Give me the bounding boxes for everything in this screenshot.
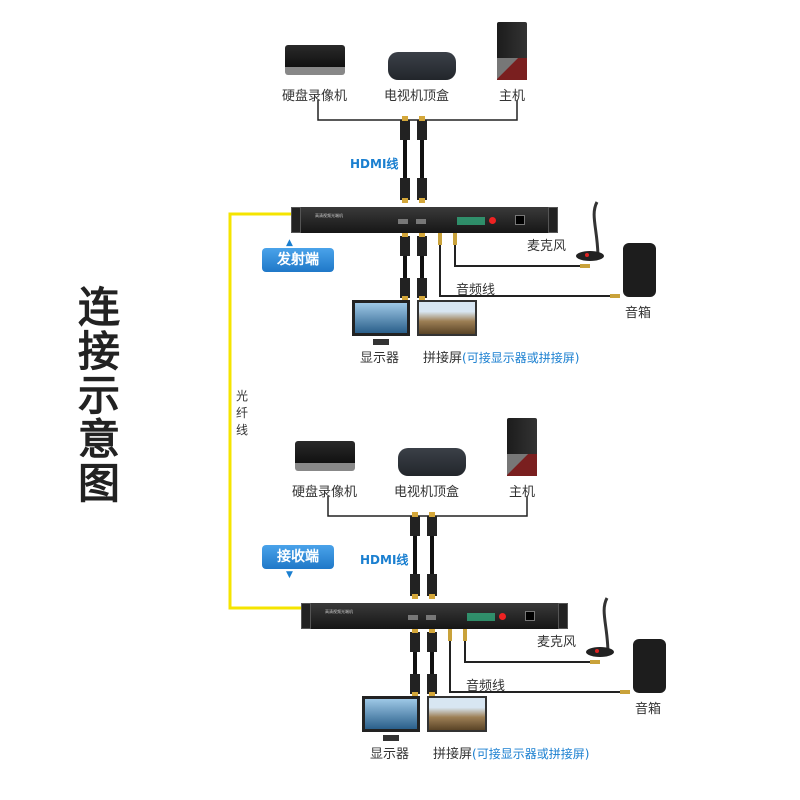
power-button <box>489 217 496 224</box>
receiver-badge: 接收端 <box>262 545 334 569</box>
up-arrow-icon: ▲ <box>286 238 293 248</box>
pc-tower-icon <box>507 418 537 476</box>
receiver-section: 硬盘录像机 电视机顶盒 主机 HDMI线 高清视频光端机 麦克风 音频线 音箱 … <box>10 396 800 796</box>
mic-stand <box>592 201 600 259</box>
hdmi-label: HDMI线 <box>360 553 409 567</box>
mic-stand <box>602 597 610 655</box>
speaker-icon <box>623 243 656 297</box>
audio-cable-label: 音频线 <box>456 283 496 298</box>
pc-tower-icon <box>497 22 527 80</box>
fiber-transceiver-device: 高清视频光端机 <box>291 207 558 233</box>
transmitter-badge: 发射端 <box>262 248 334 272</box>
source-label: 硬盘录像机 <box>282 89 348 104</box>
device-name: 高清视频光端机 <box>325 609 353 614</box>
transmitter-section: 硬盘录像机 电视机顶盒 主机 HDMI线 高清视频光端机 麦克风 音频线 音箱 … <box>282 22 656 366</box>
source-label: 电视机顶盒 <box>384 89 450 104</box>
video-wall-icon <box>417 300 477 336</box>
display-label: 显示器 <box>360 351 400 366</box>
cables <box>317 100 620 301</box>
wall-label: 拼接屏(可接显示器或拼接屏) <box>433 747 590 762</box>
mic-label: 麦克风 <box>537 635 577 650</box>
hdmi-label: HDMI线 <box>350 157 399 171</box>
power-switch <box>515 215 525 225</box>
power-switch <box>525 611 535 621</box>
diagram-title: 连接示意图 <box>77 283 120 508</box>
source-label: 主机 <box>509 485 536 500</box>
set-top-box-icon <box>388 52 456 80</box>
audio-cable-label: 音频线 <box>466 679 506 694</box>
monitor-icon <box>362 696 420 741</box>
video-wall-icon <box>427 696 487 732</box>
source-label: 主机 <box>499 89 526 104</box>
set-top-box-icon <box>398 448 466 476</box>
cables <box>327 496 630 697</box>
down-arrow-icon: ▼ <box>286 570 293 580</box>
display-label: 显示器 <box>370 747 410 762</box>
nvr-device-icon <box>295 441 355 471</box>
source-label: 硬盘录像机 <box>292 485 358 500</box>
source-label: 电视机顶盒 <box>394 485 460 500</box>
wall-label: 拼接屏(可接显示器或拼接屏) <box>423 351 580 366</box>
device-name: 高清视频光端机 <box>315 213 343 218</box>
power-button <box>499 613 506 620</box>
speaker-icon <box>633 639 666 693</box>
speaker-label: 音箱 <box>635 702 662 717</box>
speaker-label: 音箱 <box>625 306 652 321</box>
fiber-label: 光纤线 <box>236 389 249 437</box>
mic-label: 麦克风 <box>527 239 567 254</box>
nvr-device-icon <box>285 45 345 75</box>
monitor-icon <box>352 300 410 345</box>
fiber-transceiver-device: 高清视频光端机 <box>301 603 568 629</box>
